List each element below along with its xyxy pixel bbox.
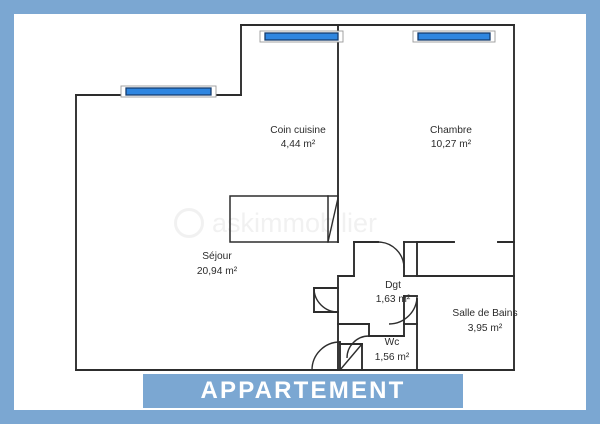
window-bedroom-top (417, 32, 491, 41)
door-arc-hall-upper (377, 241, 405, 269)
window-living-left (125, 87, 212, 96)
window-kitchen-top (264, 32, 339, 41)
plan-canvas: askimmobilier (14, 14, 586, 410)
room-label-salle-de-bains: Salle de Bains (452, 308, 517, 319)
door-arc-sejour-entry (311, 341, 341, 371)
room-label-sejour: Séjour (202, 251, 232, 262)
window-group (120, 30, 496, 98)
room-label-wc: Wc (385, 337, 400, 348)
kitchen-counter (229, 195, 339, 243)
banner-title: APPARTEMENT (200, 377, 406, 404)
room-label-dgt: Dgt (385, 280, 401, 291)
wall-group-right (416, 241, 515, 371)
door-arc-hall-left (313, 287, 339, 313)
wall-group-outer (75, 24, 515, 371)
door-group (311, 241, 418, 371)
door-arc-wc (346, 335, 370, 359)
title-banner: APPARTEMENT (143, 374, 463, 408)
room-labels: Coin cuisine 4,44 m² Chambre 10,27 m² Sé… (197, 125, 518, 363)
door-leaf-entry (339, 343, 363, 371)
room-label-chambre: Chambre (430, 125, 472, 136)
floor-plan-drawing: Coin cuisine 4,44 m² Chambre 10,27 m² Sé… (75, 24, 518, 371)
counter-outline (229, 195, 329, 243)
room-area-sejour: 20,94 m² (197, 266, 238, 277)
door-leaf-kitchen (327, 197, 339, 243)
room-area-coin-cuisine: 4,44 m² (281, 139, 316, 150)
door-arc-bathroom (388, 295, 418, 325)
room-label-coin-cuisine: Coin cuisine (270, 125, 326, 136)
room-area-salle-de-bains: 3,95 m² (468, 323, 503, 334)
room-area-dgt: 1,63 m² (376, 294, 411, 305)
room-area-chambre: 10,27 m² (431, 139, 472, 150)
room-area-wc: 1,56 m² (375, 352, 410, 363)
